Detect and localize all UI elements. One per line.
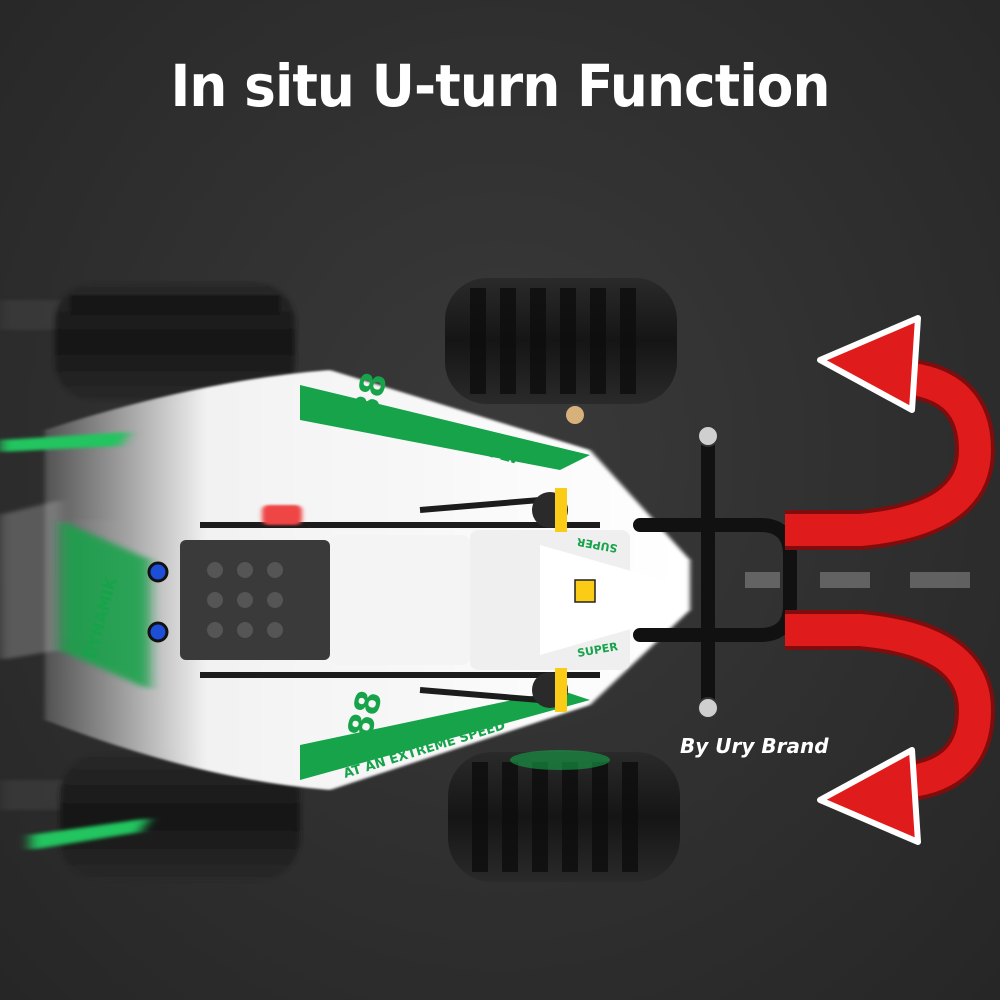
headline-title: In situ U-turn Function bbox=[170, 52, 830, 120]
tire-front-right bbox=[448, 750, 680, 882]
tire-rear-left bbox=[55, 282, 295, 402]
car-body bbox=[0, 370, 690, 850]
tire-front-left bbox=[445, 278, 677, 404]
front-handle bbox=[633, 433, 797, 707]
brand-credit: By Ury Brand bbox=[680, 734, 829, 758]
road-dashes bbox=[745, 572, 970, 588]
front-handle-links bbox=[697, 425, 719, 719]
tire-rear-right bbox=[60, 752, 300, 882]
uturn-arrow-bottom bbox=[785, 610, 996, 845]
uturn-arrow-top bbox=[785, 315, 996, 550]
